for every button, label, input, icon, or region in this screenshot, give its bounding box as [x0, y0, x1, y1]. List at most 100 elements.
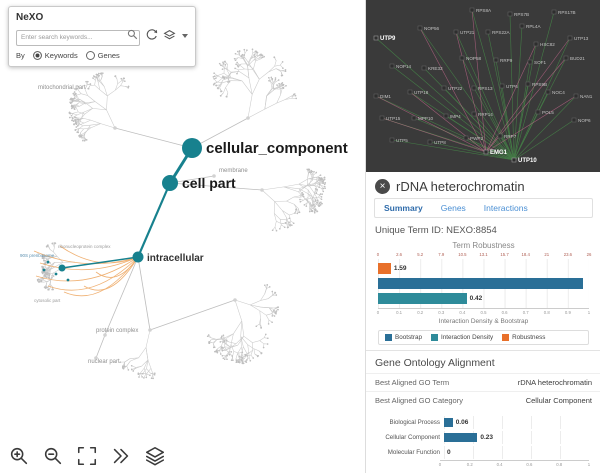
gene-node[interactable]: RPL4A — [519, 23, 541, 29]
svg-text:PWP2: PWP2 — [470, 136, 483, 141]
svg-text:RPS17B: RPS17B — [558, 10, 576, 15]
gene-node[interactable]: IMP4 — [443, 113, 461, 119]
go-category-row: Best Aligned GO Category Cellular Compon… — [366, 391, 600, 409]
gene-node[interactable]: RPS7B — [507, 11, 529, 17]
tree-label[interactable]: cellular_component — [206, 140, 348, 157]
svg-text:RPS22A: RPS22A — [492, 30, 511, 35]
gene-node[interactable]: RPS13 — [471, 85, 493, 91]
gene-node[interactable]: UTP15 — [379, 115, 401, 121]
gene-node[interactable]: POL5 — [535, 109, 554, 115]
term-node[interactable] — [132, 251, 144, 263]
gene-node[interactable]: UTP9 — [373, 35, 396, 42]
svg-text:POL5: POL5 — [542, 110, 554, 115]
gene-node[interactable]: UTP18 — [407, 89, 429, 95]
radio-genes-circle[interactable] — [85, 50, 95, 60]
tree-label[interactable]: 90S preribosome — [20, 253, 55, 258]
go-category-label: Best Aligned GO Category — [375, 396, 463, 405]
collapse-tree-button[interactable] — [110, 445, 132, 467]
gene-node[interactable]: UTP22 — [441, 85, 463, 91]
search-icon[interactable] — [127, 29, 138, 40]
gene-node[interactable]: EMG1 — [483, 149, 508, 156]
radio-keywords[interactable]: Keywords — [32, 50, 78, 60]
gene-node[interactable]: NAN1 — [573, 93, 593, 99]
gene-node[interactable]: UTP13 — [567, 35, 589, 41]
radio-genes[interactable]: Genes — [85, 50, 120, 60]
tree-label[interactable]: mitochondrial part — [38, 85, 86, 91]
gene-node[interactable]: RPS8A — [469, 7, 492, 13]
gene-node[interactable]: UTP21 — [453, 29, 475, 35]
svg-text:HSC82: HSC82 — [540, 42, 555, 47]
gene-node[interactable]: UTP8 — [427, 139, 446, 145]
gene-node[interactable]: NOP58 — [459, 55, 482, 61]
zoom-in-button[interactable] — [8, 445, 30, 467]
gene-node[interactable]: RPS17B — [551, 9, 576, 15]
gene-node[interactable]: UTP6 — [499, 83, 518, 89]
legend-robustness: Robustness — [502, 334, 545, 341]
map-controls — [8, 445, 166, 467]
tab-genes[interactable]: Genes — [440, 203, 466, 213]
gene-node[interactable]: KRE33 — [421, 65, 443, 71]
gene-node[interactable]: RRP9 — [493, 57, 513, 63]
robustness-axis-caption: Interaction Density & Bootstrap — [438, 318, 529, 325]
tree-label[interactable]: protein complex — [96, 328, 138, 334]
zoom-out-icon — [44, 447, 62, 465]
gene-node[interactable]: MPP10 — [411, 115, 434, 121]
gene-node[interactable]: UTP10 — [511, 157, 537, 164]
gene-node[interactable]: NOP6 — [571, 117, 591, 123]
app-title: NeXO — [16, 12, 44, 23]
svg-text:RPL4A: RPL4A — [526, 24, 541, 29]
term-node[interactable] — [162, 175, 178, 191]
go-term-label: Best Aligned GO Term — [375, 378, 450, 387]
svg-text:UTP18: UTP18 — [414, 90, 429, 95]
gene-node[interactable]: UTP5 — [389, 137, 408, 143]
tree-label[interactable]: membrane — [219, 168, 248, 174]
term-node[interactable] — [58, 264, 66, 272]
term-detail-panel: × rDNA heterochromatin Summary Genes Int… — [366, 172, 600, 473]
fit-to-screen-button[interactable] — [76, 445, 98, 467]
gene-node[interactable]: NOP14 — [389, 63, 412, 69]
svg-text:RPS7B: RPS7B — [514, 12, 529, 17]
tree-label[interactable]: nuclear part — [88, 359, 120, 365]
layers-button[interactable] — [163, 29, 176, 42]
tree-label[interactable]: ribonucleoprotein complex — [58, 244, 111, 249]
tab-summary[interactable]: Summary — [384, 203, 423, 213]
gene-node[interactable]: RRP7 — [497, 133, 517, 139]
gene-node[interactable]: RRP14 — [471, 111, 493, 117]
svg-text:DIM1: DIM1 — [380, 94, 391, 99]
radio-keywords-circle[interactable] — [32, 50, 42, 60]
tree-label[interactable]: cell part — [182, 175, 236, 191]
tree-label[interactable]: intracellular — [147, 253, 204, 264]
gene-node[interactable]: BUD21 — [563, 55, 585, 61]
gene-node[interactable]: PWP2 — [463, 135, 483, 141]
svg-text:UTP5: UTP5 — [396, 138, 408, 143]
gene-node[interactable]: RPS22A — [485, 29, 511, 35]
layers-view-button[interactable] — [144, 445, 166, 467]
svg-text:SOF1: SOF1 — [534, 60, 546, 65]
search-input[interactable] — [16, 29, 140, 46]
gene-node[interactable]: NOP56 — [417, 25, 440, 31]
svg-text:RRP9: RRP9 — [500, 58, 513, 63]
close-icon[interactable]: × — [375, 179, 390, 194]
search-panel: NeXO — [8, 6, 196, 67]
gene-node[interactable]: RPS9B — [525, 81, 547, 87]
gene-node[interactable]: DIM1 — [373, 93, 391, 99]
gene-node[interactable]: NOC4 — [545, 89, 565, 95]
gene-node[interactable]: HSC82 — [533, 41, 555, 47]
tab-interactions[interactable]: Interactions — [483, 203, 528, 213]
gene-node[interactable]: SOF1 — [527, 59, 546, 65]
tree-label[interactable]: cytosolic part — [34, 298, 61, 303]
refresh-button[interactable] — [145, 29, 158, 42]
zoom-out-button[interactable] — [42, 445, 64, 467]
term-node[interactable] — [182, 138, 202, 158]
chevron-down-icon[interactable] — [182, 33, 188, 38]
term-title: rDNA heterochromatin — [396, 179, 525, 194]
